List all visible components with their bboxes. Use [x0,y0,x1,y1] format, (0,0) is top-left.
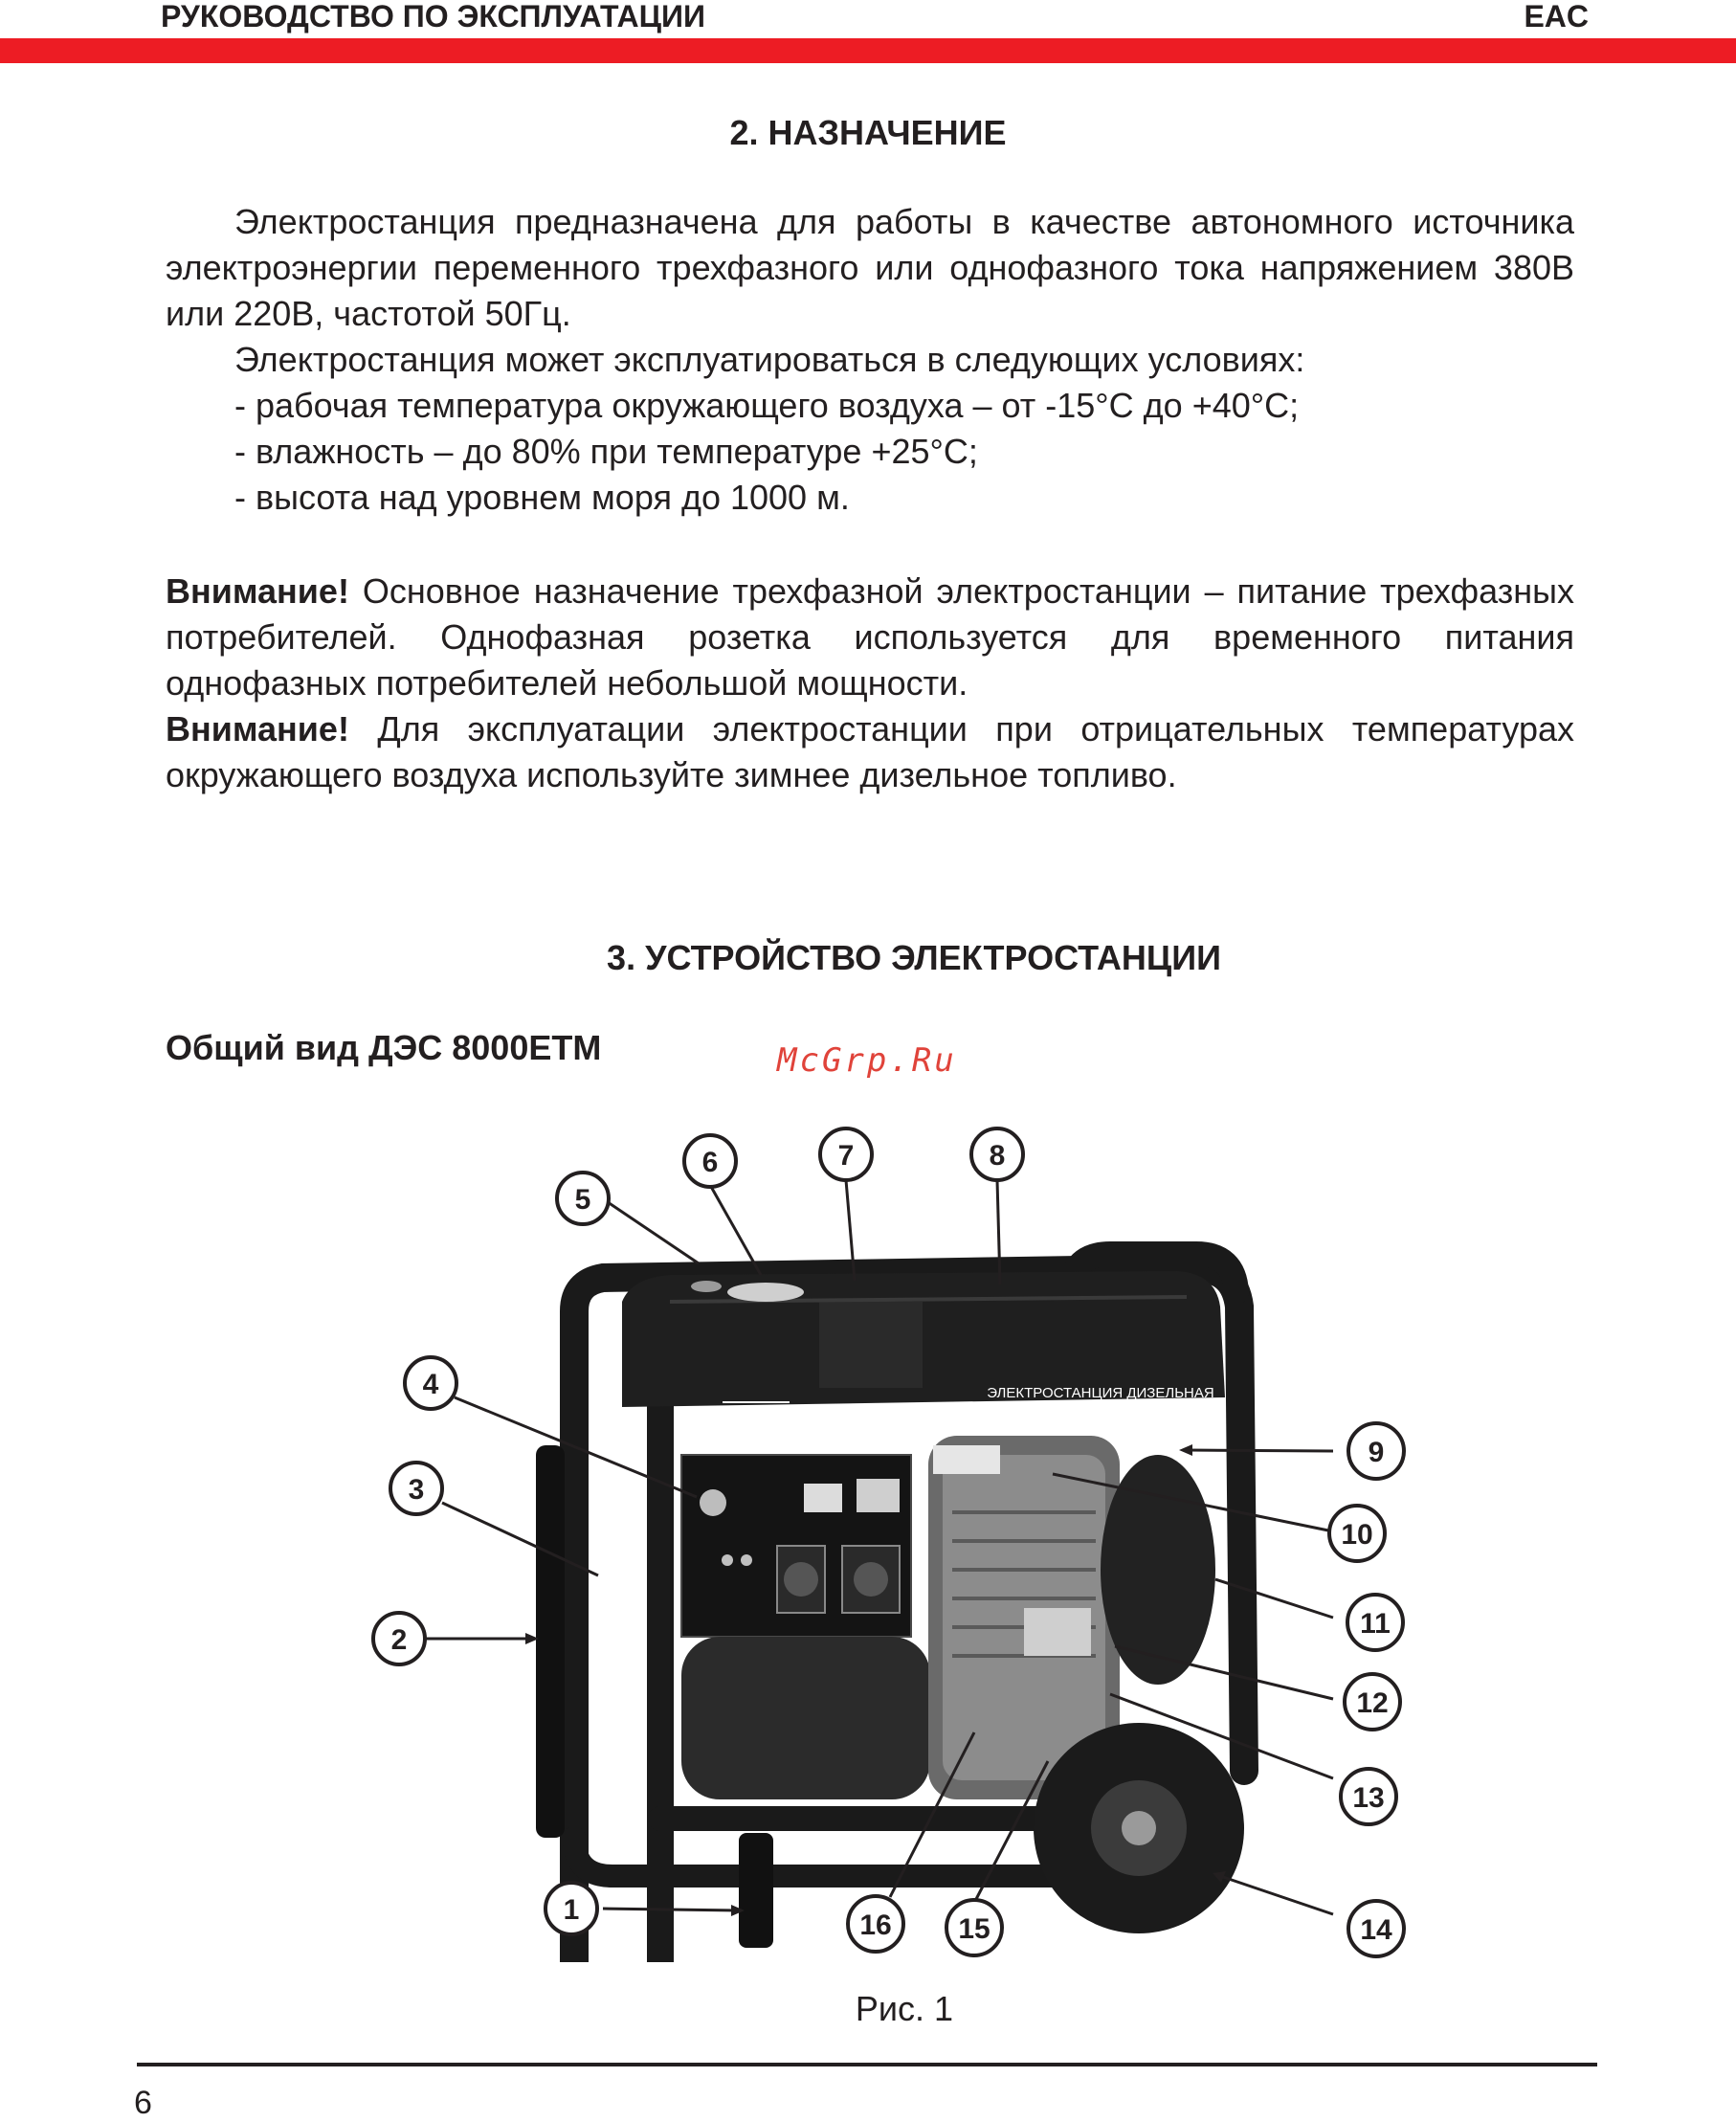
callout-2: 2 [371,1611,427,1666]
callout-12: 12 [1343,1672,1402,1731]
callout-6: 6 [682,1133,738,1189]
alternator [681,1637,930,1799]
svg-text:16: 16 [859,1910,891,1941]
leader-arrowheads [525,1444,1226,1916]
svg-text:5: 5 [575,1184,591,1216]
svg-text:12: 12 [1356,1687,1388,1719]
warnings-block: Внимание! Основное назначение трехфазной… [166,569,1574,798]
warning-1: Внимание! Основное назначение трехфазной… [166,569,1574,706]
callout-10: 10 [1327,1504,1387,1563]
left-handle [536,1445,565,1838]
plate-line-2: ДЭС 8000ETM [1081,1404,1178,1420]
condition-altitude: - высота над уровнем моря до 1000 м. [234,478,850,517]
recoil-starter [1101,1455,1215,1685]
section-3-title: 3. УСТРОЙСТВО ЭЛЕКТРОСТАНЦИИ [607,938,1221,977]
callout-15: 15 [945,1898,1004,1957]
conditions-intro: Электростанция может эксплуатироваться в… [234,340,1305,379]
svg-text:15: 15 [958,1913,990,1945]
section-2-body: Электростанция предназначена для работы … [166,199,1574,521]
callout-11: 11 [1346,1593,1405,1652]
figure-caption: Рис. 1 [855,1989,954,2028]
callout-9: 9 [1347,1421,1406,1481]
leader-lines [418,1179,1334,1916]
generator-illustration: ELITECH ЭЛЕКТРОСТАНЦИЯ ДИЗЕЛЬНАЯ ДЭС 800… [371,1127,1406,1986]
callout-14: 14 [1347,1899,1406,1958]
svg-text:13: 13 [1352,1782,1384,1814]
plate-line-1: ЭЛЕКТРОСТАНЦИЯ ДИЗЕЛЬНАЯ [987,1385,1213,1401]
svg-text:2: 2 [391,1624,408,1656]
figure-subtitle: Общий вид ДЭС 8000ЕТМ [166,1028,602,1067]
frame [560,1241,1258,1986]
callout-3: 3 [389,1461,444,1516]
svg-text:3: 3 [409,1474,425,1506]
callout-13: 13 [1339,1767,1398,1826]
warning-2: Внимание! Для эксплуатации электростанци… [166,706,1574,798]
callout-16: 16 [846,1894,905,1954]
foot-leg [739,1833,773,1948]
svg-text:6: 6 [702,1147,719,1178]
svg-text:4: 4 [423,1369,439,1400]
fuel-tank [622,1271,1225,1407]
page-header: РУКОВОДСТВО ПО ЭКСПЛУАТАЦИИ EAC [0,0,1736,34]
eac-mark: EAC [1524,0,1589,34]
warning-1-label: Внимание! [166,571,349,611]
footer-rule [137,2063,1597,2066]
callouts: 1 2 3 4 5 6 7 8 9 10 11 12 13 14 15 16 [371,1127,1406,1958]
warning-2-label: Внимание! [166,709,349,748]
warning-1-text: Основное назначение трехфазной электрост… [166,571,1574,703]
watermark: McGrp.Ru [777,1041,957,1080]
svg-text:10: 10 [1341,1519,1372,1551]
header-title: РУКОВОДСТВО ПО ЭКСПЛУАТАЦИИ [161,0,706,34]
purpose-paragraph: Электростанция предназначена для работы … [166,202,1574,333]
svg-text:1: 1 [564,1894,580,1926]
svg-text:11: 11 [1360,1608,1391,1640]
warning-2-text: Для эксплуатации электростанции при отри… [166,709,1574,794]
page-number: 6 [134,2085,152,2121]
callout-7: 7 [818,1127,874,1182]
header-red-bar [0,38,1736,63]
svg-text:14: 14 [1360,1914,1392,1946]
brand-logo: ELITECH [711,1407,801,1431]
callout-5: 5 [555,1171,611,1226]
section-2-title: 2. НАЗНАЧЕНИЕ [729,113,1007,152]
callout-1: 1 [544,1881,599,1936]
generator-figure: ELITECH ЭЛЕКТРОСТАНЦИЯ ДИЗЕЛЬНАЯ ДЭС 800… [0,1110,1736,1986]
condition-humidity: - влажность – до 80% при температуре +25… [234,432,978,471]
svg-text:7: 7 [838,1140,855,1172]
callout-8: 8 [969,1127,1025,1182]
svg-text:8: 8 [990,1140,1006,1172]
svg-text:9: 9 [1369,1437,1385,1468]
callout-4: 4 [403,1355,458,1411]
condition-temperature: - рабочая температура окружающего воздух… [234,386,1300,425]
fuel-cap [727,1283,804,1302]
